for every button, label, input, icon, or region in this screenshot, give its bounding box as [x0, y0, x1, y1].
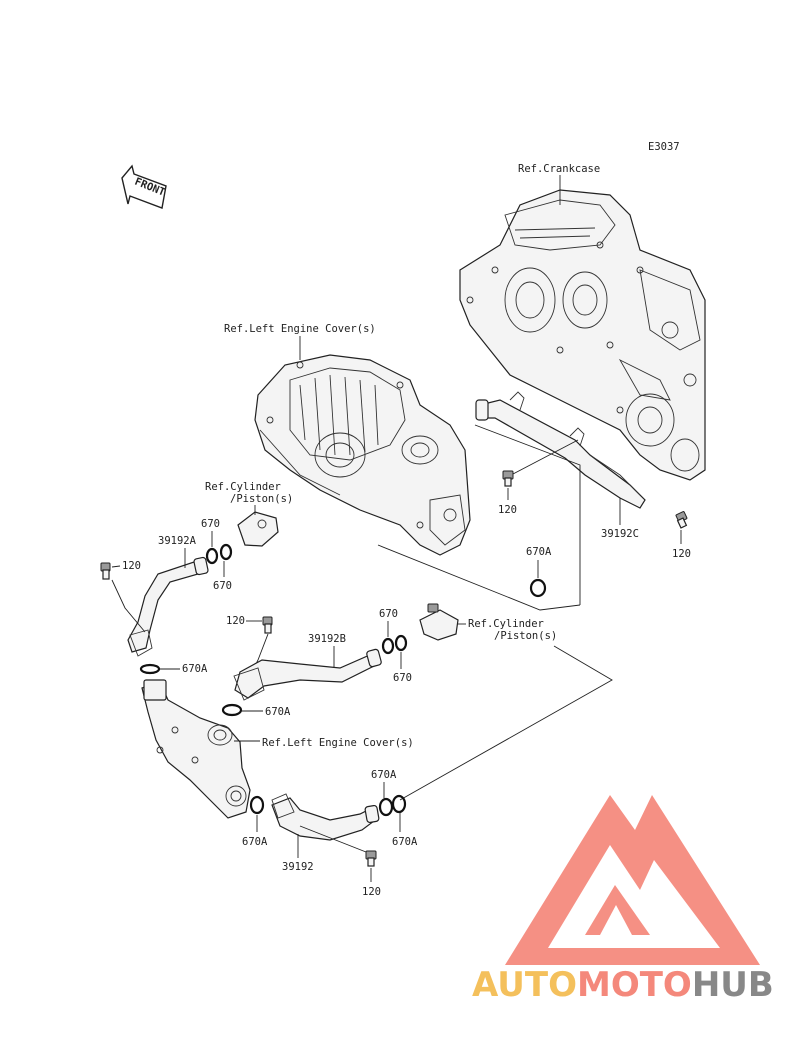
bolt-120-left-icon: [100, 562, 111, 580]
watermark-text: AUTOMOTOHUB: [472, 965, 774, 1005]
part-670a-b-label: 670A: [182, 663, 208, 675]
ref-cylinder-right-line2: /Piston(s): [494, 630, 557, 642]
guide-line-cover: [377, 544, 581, 611]
pipe-39192b: [233, 648, 382, 701]
part-120-d-label: 120: [672, 548, 691, 560]
part-120-a-label: 120: [122, 560, 141, 572]
ref-left-engine-cover-bottom-label: Ref.Left Engine Cover(s): [262, 737, 414, 749]
pipe-39192a: [127, 556, 209, 657]
ref-cylinder-left-line2: /Piston(s): [230, 493, 293, 505]
bolt-120-left-guide: [111, 579, 146, 633]
part-670-d-label: 670: [393, 672, 412, 684]
o-ring-670-left-b: [219, 543, 233, 561]
part-120-a-leader: [111, 565, 121, 568]
part-670-b-label: 670: [213, 580, 232, 592]
part-120-e-label: 120: [362, 886, 381, 898]
o-ring-670a-left: [139, 663, 161, 675]
part-670a-c-label: 670A: [265, 706, 291, 718]
part-670-c-label: 670: [379, 608, 398, 620]
part-670a-a-label: 670A: [526, 546, 552, 558]
left-engine-cover-illustration: [254, 354, 471, 556]
watermark-part2: MOTO: [577, 965, 692, 1005]
bolt-120-right-b-icon: [675, 511, 688, 529]
crankcase-illustration: [459, 189, 706, 481]
bolt-120-middle-icon: [262, 616, 273, 634]
part-39192c-label: 39192C: [601, 528, 639, 540]
part-120-b-label: 120: [226, 615, 245, 627]
guide-line-crankcase: [474, 424, 581, 605]
front-arrow-icon: FRONT: [121, 164, 167, 209]
pipe-39192: [271, 793, 380, 841]
ref-crankcase-label: Ref.Crankcase: [518, 163, 600, 175]
diagram-code: E3037: [648, 141, 680, 153]
bolt-120-bottom-guide: [299, 825, 367, 853]
part-670-a-label: 670: [201, 518, 220, 530]
bolt-120-right-a-guide: [512, 439, 579, 475]
part-670a-e-label: 670A: [371, 769, 397, 781]
left-engine-cover-lower-illustration: [141, 679, 251, 819]
o-ring-670a-upper: [529, 578, 547, 598]
o-ring-670-mid-b: [394, 634, 408, 652]
guide-line-lower-right: [399, 645, 613, 801]
part-39192a-label: 39192A: [158, 535, 197, 547]
o-ring-670a-lower-right-b: [391, 794, 407, 814]
watermark-part1: AUTO: [472, 965, 577, 1005]
cylinder-fitting-left-icon: [237, 511, 279, 547]
part-670a-d-label: 670A: [242, 836, 268, 848]
cylinder-fitting-right-icon: [419, 603, 459, 641]
part-120-c-label: 120: [498, 504, 517, 516]
o-ring-670a-middle: [221, 703, 243, 717]
watermark-part3: HUB: [692, 965, 774, 1005]
pipe-39192c: [475, 391, 646, 509]
o-ring-670-mid-a: [381, 637, 395, 655]
part-39192-label: 39192: [282, 861, 314, 873]
bolt-120-right-a-icon: [502, 470, 514, 487]
automotohub-logo: [505, 795, 760, 965]
o-ring-670a-lower-right-a: [378, 797, 394, 817]
o-ring-670a-lower-left: [249, 795, 265, 815]
ref-cylinder-right-line1: Ref.Cylinder: [468, 618, 544, 630]
o-ring-670-left-a: [205, 547, 219, 565]
ref-cylinder-left-line1: Ref.Cylinder: [205, 481, 281, 493]
bolt-120-bottom-icon: [365, 850, 377, 867]
part-670a-f-label: 670A: [392, 836, 418, 848]
ref-left-engine-cover-top-label: Ref.Left Engine Cover(s): [224, 323, 376, 335]
part-39192b-label: 39192B: [308, 633, 346, 645]
